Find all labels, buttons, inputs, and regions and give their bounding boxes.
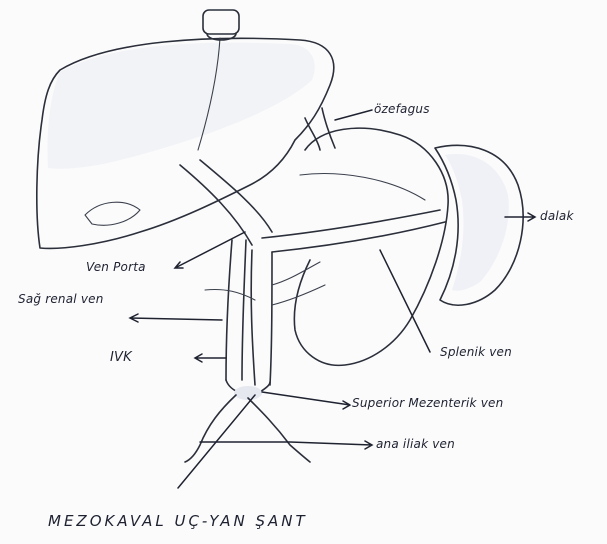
spleen-shading bbox=[445, 154, 509, 291]
ivc-top-stump bbox=[203, 10, 239, 34]
liver-shading bbox=[48, 43, 315, 169]
gallbladder bbox=[85, 202, 140, 225]
arrow-iliak bbox=[200, 441, 372, 449]
arrow-ivk bbox=[195, 354, 226, 362]
mesenteric-branches bbox=[205, 262, 325, 305]
arrow-ven-porta bbox=[175, 232, 245, 268]
superior-mesenteric-vein bbox=[251, 250, 272, 385]
arrow-ozefagus bbox=[335, 110, 372, 120]
arrow-sag-renal bbox=[130, 314, 222, 322]
label-superior-mezenterik-ven: Superior Mezenterik ven bbox=[352, 396, 503, 410]
label-sag-renal-ven: Sağ renal ven bbox=[18, 292, 104, 306]
arrow-sup-mez bbox=[262, 392, 350, 409]
portal-vein-trunk bbox=[180, 160, 272, 245]
stomach-curvature bbox=[300, 174, 425, 200]
arrow-dalak bbox=[505, 213, 535, 221]
splenic-vein bbox=[262, 210, 445, 252]
label-dalak: dalak bbox=[540, 209, 574, 223]
label-ozefagus: özefagus bbox=[374, 102, 430, 116]
label-ana-iliak-ven: ana iliak ven bbox=[376, 437, 455, 451]
page-title: MEZOKAVAL UÇ-YAN ŞANT bbox=[48, 512, 308, 530]
label-ivk: IVK bbox=[110, 350, 132, 365]
label-ven-porta: Ven Porta bbox=[86, 260, 146, 274]
label-splenik-ven: Splenik ven bbox=[440, 345, 512, 359]
arrow-splenik bbox=[380, 250, 430, 352]
ivc-vessel bbox=[226, 240, 246, 380]
